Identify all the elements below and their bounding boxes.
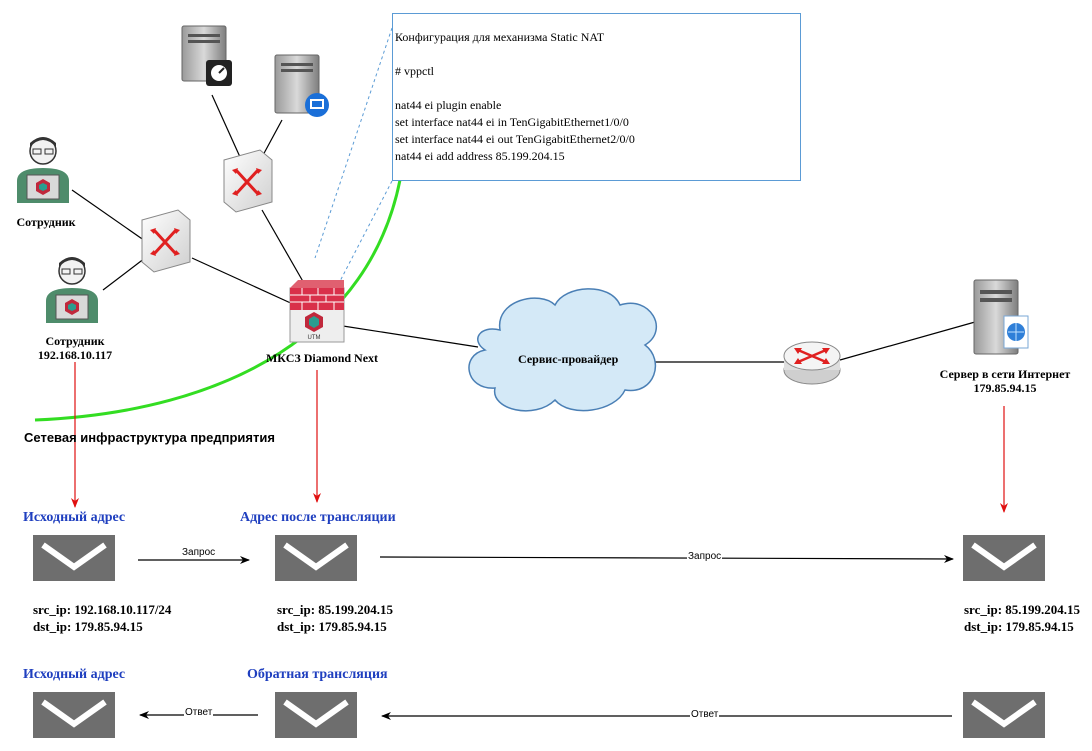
envelope-request-server-icon	[963, 535, 1045, 581]
config-title: Конфигурация для механизма Static NAT	[395, 30, 605, 44]
employee-2-label: Сотрудник 192.168.10.117	[25, 334, 125, 362]
packet-dst-ip: dst_ip: 179.85.94.15	[277, 619, 387, 634]
links	[71, 94, 976, 363]
callout-lines	[314, 27, 393, 286]
response-arrow-2-label: Ответ	[690, 709, 720, 720]
config-line: nat44 ei add address 85.199.204.15	[395, 149, 565, 163]
packet-src-ip: src_ip: 85.199.204.15	[277, 602, 394, 617]
request-translated-info: src_ip: 85.199.204.15 dst_ip: 179.85.94.…	[277, 601, 393, 635]
switch-2-icon	[223, 149, 273, 213]
envelope-response-source-icon	[33, 692, 115, 738]
link-server1-switch2	[211, 94, 241, 158]
employee-1-icon	[17, 137, 69, 203]
link-employee2-switch	[102, 257, 146, 291]
internet-server-icon	[973, 279, 1029, 355]
utm-firewall-icon: UTM	[289, 280, 345, 343]
router-icon	[783, 341, 841, 385]
switch-1-icon	[141, 209, 191, 273]
employee-2-ip: 192.168.10.117	[37, 348, 113, 362]
server-ip: 179.85.94.15	[973, 381, 1037, 395]
request-arrow-2	[379, 554, 954, 563]
callout-line-left	[314, 27, 393, 259]
request-server-info: src_ip: 85.199.204.15 dst_ip: 179.85.94.…	[964, 601, 1080, 635]
packet-dst-ip: dst_ip: 179.85.94.15	[33, 619, 143, 634]
config-line: set interface nat44 ei in TenGigabitEthe…	[395, 115, 629, 129]
server-1-icon	[181, 25, 232, 86]
provider-label: Сервис-провайдер	[518, 352, 619, 366]
link-server2-switch2	[261, 119, 283, 158]
infrastructure-label: Сетевая инфраструктура предприятия	[24, 430, 275, 445]
red-arrows	[71, 362, 1008, 513]
employee-1-label: Сотрудник	[16, 215, 76, 229]
envelope-request-translated-icon	[275, 535, 357, 581]
link-switch2-utm	[261, 209, 306, 286]
employee-2-icon	[46, 257, 98, 323]
envelope-request-source-icon	[33, 535, 115, 581]
request-arrow-2-label: Запрос	[687, 551, 723, 562]
envelope-response-server-icon	[963, 692, 1045, 738]
provider-cloud-icon	[468, 288, 657, 412]
packet-dst-ip: dst_ip: 179.85.94.15	[964, 619, 1074, 634]
envelope-response-reverse-icon	[275, 692, 357, 738]
link-employee1-switch	[71, 189, 149, 244]
link-utm-provider	[342, 325, 479, 348]
utm-badge-text: UTM	[308, 335, 321, 341]
request-arrow-1-label: Запрос	[181, 547, 217, 558]
response-reverse-title: Обратная трансляция	[247, 667, 388, 682]
request-source-info: src_ip: 192.168.10.117/24 dst_ip: 179.85…	[33, 601, 171, 635]
infrastructure-boundary	[34, 179, 402, 422]
server-2-icon	[274, 54, 329, 117]
nat-config-callout: Конфигурация для механизма Static NAT # …	[392, 13, 801, 181]
link-router-server	[839, 321, 976, 361]
response-source-title: Исходный адрес	[23, 667, 126, 682]
flow-arrows	[138, 554, 954, 720]
config-command: # vppctl	[395, 64, 434, 78]
packet-src-ip: src_ip: 85.199.204.15	[964, 602, 1081, 617]
server-label: Сервер в сети Интернет 179.85.94.15	[930, 367, 1080, 395]
employee-2-name: Сотрудник	[45, 334, 105, 348]
utm-label: МКСЗ Diamond Next	[265, 351, 379, 365]
config-line: set interface nat44 ei out TenGigabitEth…	[395, 132, 635, 146]
request-source-title: Исходный адрес	[23, 510, 126, 525]
response-arrow-1-label: Ответ	[184, 707, 214, 718]
config-line: nat44 ei plugin enable	[395, 98, 502, 112]
server-name: Сервер в сети Интернет	[939, 367, 1071, 381]
link-switch-utm	[191, 257, 296, 306]
request-translated-title: Адрес после трансляции	[240, 510, 396, 525]
packet-src-ip: src_ip: 192.168.10.117/24	[33, 602, 172, 617]
callout-line-right	[337, 180, 393, 286]
